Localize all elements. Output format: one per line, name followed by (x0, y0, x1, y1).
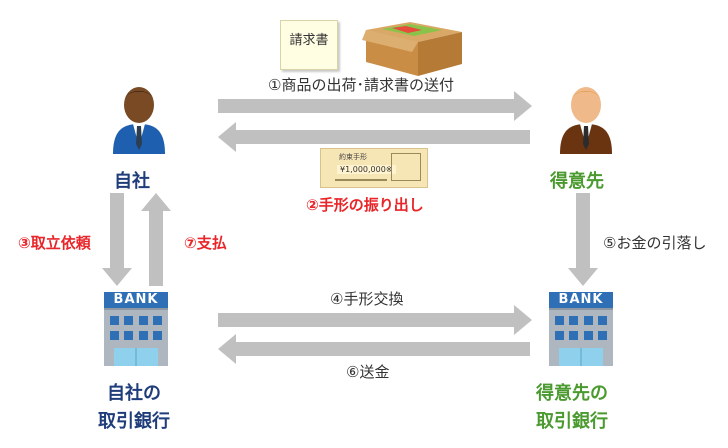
arrow-shipment (218, 91, 532, 121)
bank-building (549, 308, 613, 366)
invoice-document: 請求書 (280, 20, 338, 70)
bill-stamp-box (391, 153, 421, 181)
bill-amount: ¥1,000,000※ (337, 165, 396, 174)
arrow-clearing (218, 305, 532, 335)
arrow-collection-request (102, 193, 132, 286)
arrow-remittance (218, 334, 530, 364)
bank-building (104, 308, 168, 366)
bank-windows (555, 316, 607, 366)
invoice-label: 請求書 (289, 33, 329, 48)
step7-label: ⑦支払 (184, 234, 227, 252)
step2-label: ②手形の振り出し (306, 196, 424, 214)
shipping-box-icon (362, 22, 462, 76)
customer-bank-label-line1: 得意先の (536, 383, 608, 404)
self-bank-label-line1: 自社の (107, 383, 161, 404)
step6-label: ⑥送金 (346, 363, 390, 381)
arrow-payment (141, 193, 171, 286)
bank-sign: BANK (549, 292, 613, 308)
customer-bank-label-line2: 取引銀行 (536, 411, 608, 432)
arrow-withdrawal (568, 193, 598, 286)
bank-sign: BANK (104, 292, 168, 308)
self-bank-label-line2: 取引銀行 (98, 411, 170, 432)
self-company-label: 自社 (114, 171, 150, 192)
arrow-bill-issue (218, 122, 530, 152)
customer-bank-icon: BANK (549, 292, 613, 366)
customer-bank-label: 得意先の 取引銀行 (536, 380, 608, 436)
bank-windows (110, 316, 162, 366)
bill-line (335, 179, 387, 181)
step4-label: ④手形交換 (330, 290, 404, 308)
customer-person-icon (560, 87, 612, 154)
step1-label: ①商品の出荷･請求書の送付 (268, 76, 454, 94)
step5-label: ⑤お金の引落し (603, 234, 707, 252)
bill-title: 約束手形 (339, 153, 367, 161)
customer-label: 得意先 (550, 171, 604, 192)
self-bank-icon: BANK (104, 292, 168, 366)
self-bank-label: 自社の 取引銀行 (98, 380, 170, 436)
self-person-icon (113, 87, 165, 154)
promissory-note: 約束手形 ¥1,000,000※ (320, 148, 428, 188)
step3-label: ③取立依頼 (18, 234, 91, 252)
